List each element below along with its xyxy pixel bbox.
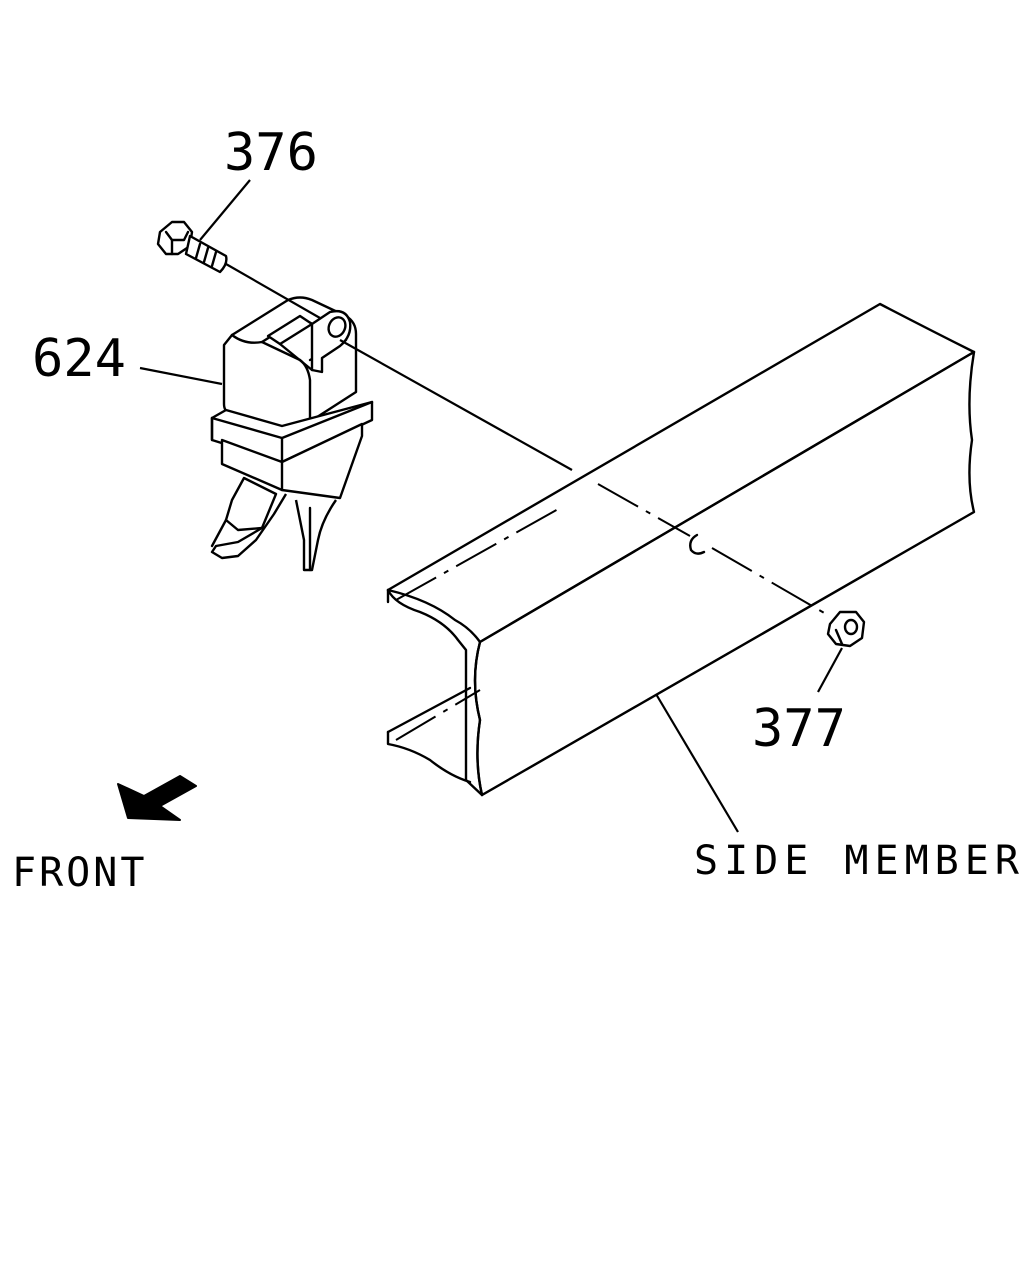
side-member-rail bbox=[386, 302, 976, 797]
bolt-376 bbox=[156, 220, 228, 274]
nut-377 bbox=[826, 610, 866, 648]
arrow-down-left-icon bbox=[117, 775, 197, 821]
label-front: FRONT bbox=[12, 850, 147, 896]
label-bolt-376: 376 bbox=[224, 123, 318, 183]
label-side-member: SIDE MEMBER bbox=[694, 838, 1024, 884]
label-nut-377: 377 bbox=[752, 699, 846, 759]
leader-lines bbox=[139, 179, 843, 833]
label-relay-624: 624 bbox=[32, 329, 126, 389]
assembly-center-lines bbox=[225, 263, 827, 615]
relay-624 bbox=[210, 296, 374, 572]
